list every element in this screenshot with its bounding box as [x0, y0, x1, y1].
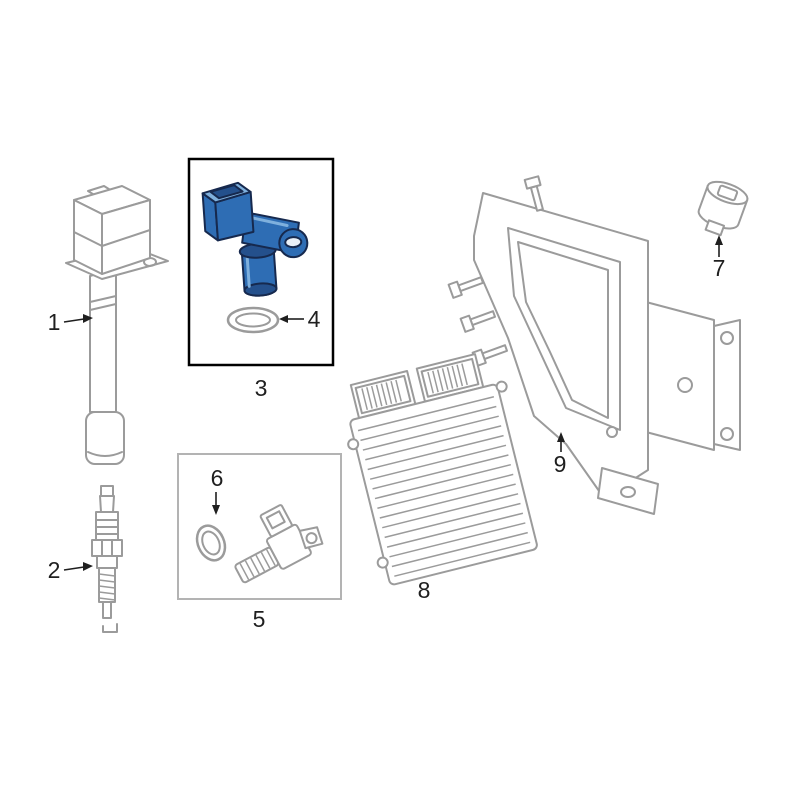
callout-5: 5 — [253, 606, 266, 632]
callout-7: 7 — [713, 255, 726, 281]
sensor-barrel — [238, 242, 278, 297]
leader-arrow-9 — [557, 432, 565, 452]
callout-1: 1 — [48, 309, 61, 335]
coil-boot — [85, 411, 125, 465]
leader-arrow-2 — [63, 562, 93, 571]
ecm-connector-pins — [427, 363, 468, 394]
ecm-mount-hole — [376, 556, 389, 569]
callout-9: 9 — [554, 451, 567, 477]
bracket-stud — [459, 310, 497, 333]
ecm-mount-hole — [347, 438, 360, 451]
leader-arrow-7 — [715, 235, 723, 257]
ignition-coil — [65, 185, 169, 465]
ecm-mount-hole — [495, 380, 508, 393]
o-ring-4 — [226, 306, 280, 334]
callout-6: 6 — [211, 465, 224, 491]
callout-4: 4 — [308, 306, 321, 332]
sensor-ear-hole — [284, 236, 303, 249]
sensor-7 — [697, 180, 749, 237]
leader-arrow-1 — [63, 314, 93, 323]
sensor-connector — [201, 181, 255, 242]
spark-plug — [91, 485, 123, 633]
callout-3: 3 — [255, 375, 268, 401]
o-ring-6 — [195, 524, 227, 562]
leader-arrow-4 — [279, 315, 304, 323]
spark-plug-hex — [91, 539, 123, 557]
callout-8: 8 — [418, 577, 431, 603]
bracket-stud — [447, 276, 485, 299]
sensor-body — [241, 211, 309, 259]
ecm-fins — [357, 396, 531, 577]
spark-plug-threads — [98, 567, 116, 603]
camshaft-position-sensor — [201, 181, 309, 297]
engine-control-module — [347, 353, 538, 586]
crank-sensor-ear — [298, 526, 324, 550]
crankshaft-position-sensor — [234, 504, 324, 584]
crank-sensor-connector — [259, 504, 293, 538]
bracket-stud — [523, 175, 544, 212]
ecm-connectors — [349, 353, 485, 420]
leader-arrow-6 — [212, 492, 220, 515]
callout-2: 2 — [48, 557, 61, 583]
ecm-connector-pins — [361, 379, 402, 410]
ecm-bracket — [447, 175, 741, 515]
